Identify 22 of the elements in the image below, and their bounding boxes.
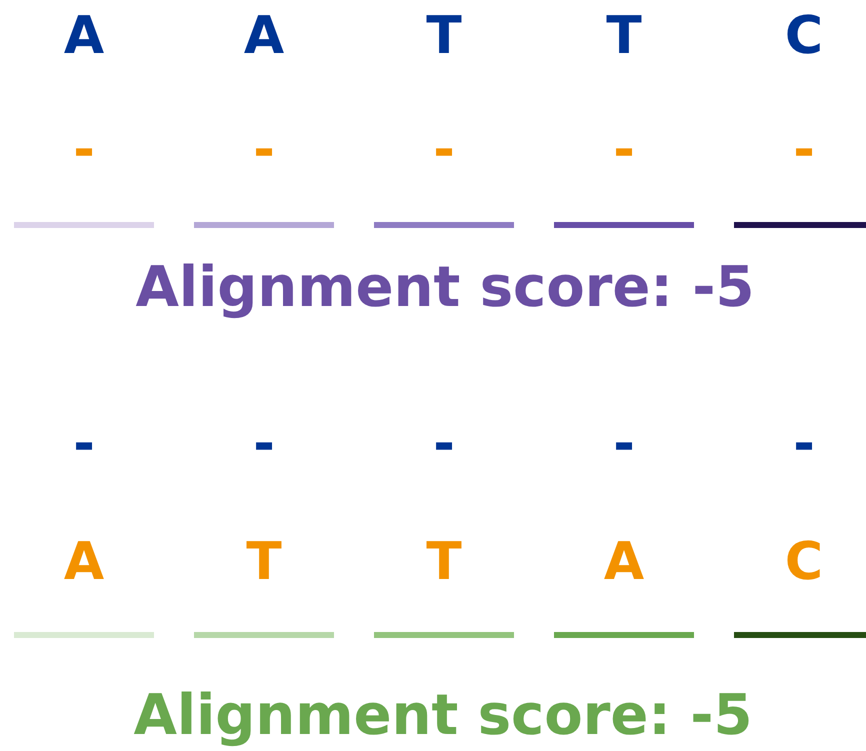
gap-dash: - (73, 418, 95, 470)
nucleotide-letter: A (64, 10, 104, 62)
nucleotide-letter: T (426, 10, 462, 62)
gap-dash: - (433, 418, 455, 470)
nucleotide-letter: C (784, 10, 824, 62)
gap-dash: - (793, 418, 815, 470)
gap-dash: - (73, 124, 95, 176)
score-text: Alignment score: -5 (134, 688, 752, 744)
gap-dash: - (253, 124, 275, 176)
nucleotide-letter: C (784, 536, 824, 588)
nucleotide-letter: A (604, 536, 644, 588)
gap-dash: - (613, 418, 635, 470)
gap-dash: - (433, 124, 455, 176)
nucleotide-letter: T (426, 536, 462, 588)
nucleotide-letter: T (246, 536, 282, 588)
nucleotide-letter: T (606, 10, 642, 62)
gap-dash: - (793, 124, 815, 176)
score-text: Alignment score: -5 (136, 260, 754, 316)
gap-dash: - (613, 124, 635, 176)
nucleotide-letter: A (64, 536, 104, 588)
nucleotide-letter: A (244, 10, 284, 62)
gap-dash: - (253, 418, 275, 470)
